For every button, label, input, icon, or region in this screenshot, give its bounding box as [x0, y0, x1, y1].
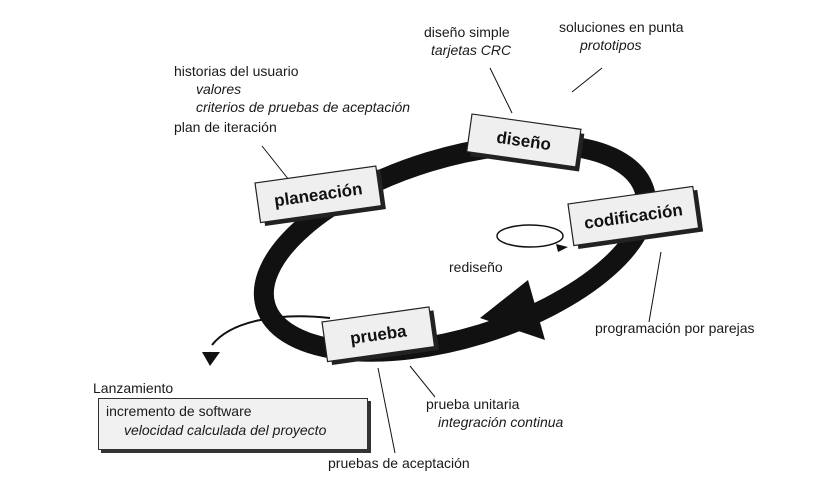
cycle-ring [253, 134, 657, 362]
acceptance-tests-label: pruebas de aceptación [328, 455, 470, 471]
release-arrow [211, 315, 331, 346]
release-line-2: velocidad calculada del proyecto [124, 422, 327, 438]
refactor-arrowhead [556, 244, 568, 252]
release-line-1: incremento de software [106, 403, 252, 419]
planning-note-1: historias del usuario [174, 63, 299, 79]
release-box [98, 398, 368, 450]
leader-unit [409, 365, 436, 398]
stage-coding: codificación [567, 185, 704, 249]
planning-note-3: criterios de pruebas de aceptación [196, 99, 411, 115]
leader-pair [648, 251, 662, 323]
release-title: Lanzamiento [93, 380, 174, 396]
spike-note-2: prototipos [580, 37, 642, 53]
release-arrowhead [202, 352, 220, 366]
spike-note-1: soluciones en punta [559, 19, 684, 35]
continuous-integration-label: integración continua [438, 414, 564, 430]
planning-note-4: plan de iteración [174, 119, 277, 135]
cycle-arrowhead [480, 280, 545, 340]
leader-design [489, 67, 513, 114]
stage-design: diseño [466, 113, 585, 172]
planning-note-2: valores [196, 81, 242, 97]
refactor-label: rediseño [449, 259, 503, 275]
design-note-2: tarjetas CRC [431, 42, 512, 58]
pair-programming-label: programación por parejas [595, 320, 755, 336]
leader-spike [571, 67, 603, 93]
design-note-1: diseño simple [424, 24, 510, 40]
leader-accept [377, 367, 396, 454]
refactor-loop [496, 224, 564, 248]
stage-test: prueba [321, 306, 440, 366]
unit-test-label: prueba unitaria [426, 396, 520, 412]
stage-planning: planeación [254, 165, 386, 227]
